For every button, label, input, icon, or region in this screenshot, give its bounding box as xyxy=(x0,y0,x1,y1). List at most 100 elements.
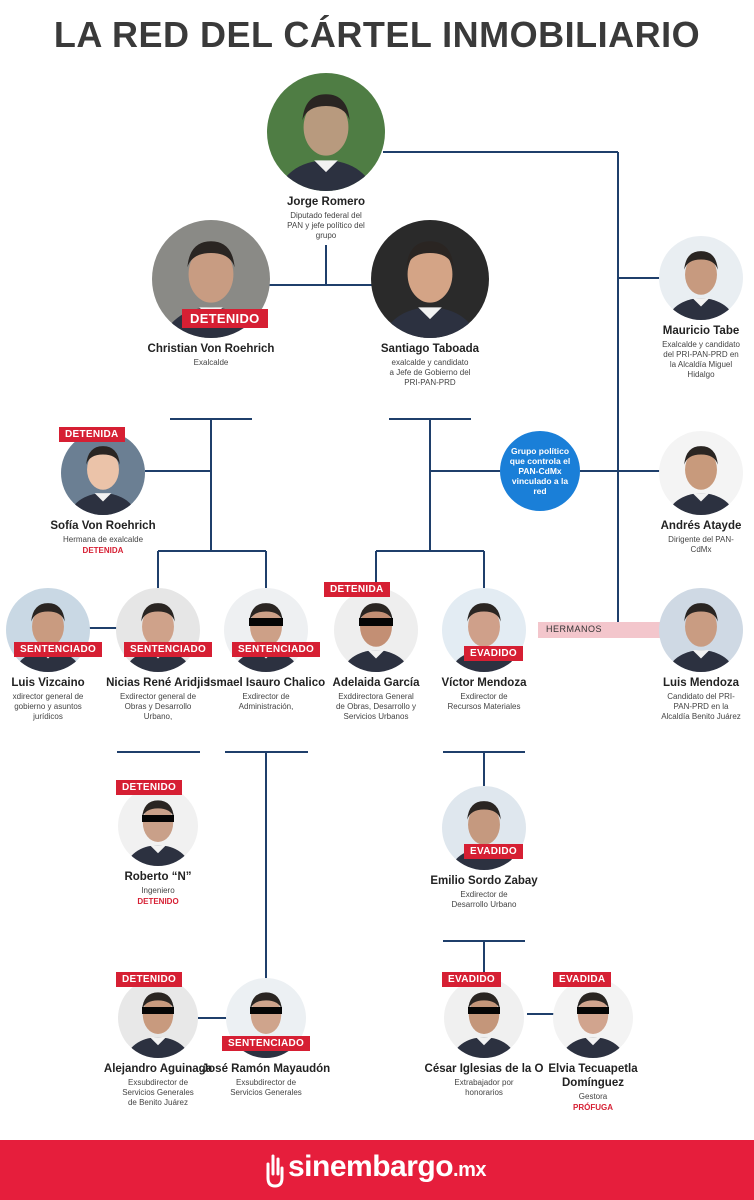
person-photo xyxy=(659,236,743,320)
brand-tld: .mx xyxy=(453,1159,487,1181)
person-photo xyxy=(267,73,385,191)
person-description: Candidato del PRI-PAN-PRD en la Alcaldía… xyxy=(661,692,741,721)
person-description: Dirigente del PAN-CdMx xyxy=(668,535,734,554)
person-photo xyxy=(659,588,743,672)
person-name: Christian Von Roehrich xyxy=(147,343,275,355)
person-name: Adelaida García xyxy=(332,677,420,689)
person-name: Ismael Isauro Chalico xyxy=(206,677,326,689)
status-badge: EVADIDO xyxy=(464,844,523,859)
person-name: Luis Vizcaino xyxy=(11,677,85,689)
censor-bar xyxy=(142,1006,174,1014)
person-description: Exsubdirector de Servicios Generales xyxy=(230,1078,302,1097)
person-description: Exdirector de Administración, xyxy=(238,692,294,711)
person-name: Luis Mendoza xyxy=(662,677,740,689)
person-photo: SENTENCIADO xyxy=(222,978,311,1058)
person-status: DETENIDO xyxy=(137,897,179,906)
status-badge: EVADIDO xyxy=(464,646,523,661)
status-badge: EVADIDO xyxy=(442,972,501,987)
connector-lines xyxy=(88,151,665,1019)
person-status: DETENIDA xyxy=(82,546,124,555)
person-photo xyxy=(371,220,489,338)
status-badge: EVADIDA xyxy=(553,972,612,987)
person-description: Diputado federal del PAN y jefe político… xyxy=(287,211,365,240)
status-badge: SENTENCIADO xyxy=(14,642,103,657)
status-badge: DETENIDA xyxy=(59,427,125,442)
person-photo: SENTENCIADO xyxy=(6,588,103,672)
censor-bar xyxy=(468,1006,500,1014)
person-photo: EVADIDO xyxy=(442,972,524,1058)
person-name: Nicias René Aridjis xyxy=(106,677,210,689)
person-photo: EVADIDA xyxy=(553,972,633,1058)
person-photo: DETENIDO xyxy=(152,220,270,338)
person-name: Andrés Atayde xyxy=(660,520,742,532)
person-name: Jorge Romero xyxy=(287,196,365,208)
status-badge: SENTENCIADO xyxy=(124,642,213,657)
person-photo: EVADIDO xyxy=(442,786,526,870)
page-title: LA RED DEL CÁRTEL INMOBILIARIO xyxy=(53,14,701,55)
person-description: Exdirector de Recursos Materiales xyxy=(447,692,521,711)
person-name: Emilio Sordo Zabay xyxy=(430,875,538,887)
status-badge: DETENIDO xyxy=(116,780,183,795)
person-photo: DETENIDO xyxy=(116,972,198,1058)
brand-logo[interactable]: sinembargo.mx xyxy=(288,1150,487,1184)
person-santiago-taboada: Santiago Taboada exalcalde y candidato a … xyxy=(355,220,505,388)
political-group-label: Grupo político que controla el PAN-CdMx … xyxy=(509,446,571,496)
person-name: Sofía Von Roehrich xyxy=(50,520,156,532)
person-name: Elvia Tecuapetla Domínguez xyxy=(548,1063,638,1089)
brothers-link: HERMANOS xyxy=(538,622,662,638)
person-description: Exdirector de Desarrollo Urbano xyxy=(451,890,517,909)
censor-bar xyxy=(359,618,393,626)
censor-bar xyxy=(249,618,283,626)
person-description: Exddirectora General de Obras, Desarroll… xyxy=(335,692,417,721)
person-photo: SENTENCIADO xyxy=(224,588,321,672)
status-badge: SENTENCIADO xyxy=(222,1036,311,1051)
person-name: Víctor Mendoza xyxy=(441,677,527,689)
person-photo: DETENIDO xyxy=(116,780,198,866)
person-status: PRÓFUGA xyxy=(573,1103,613,1112)
person-description: xdirector general de gobierno y asuntos … xyxy=(12,692,84,721)
person-photo: DETENIDA xyxy=(324,582,418,672)
status-badge: SENTENCIADO xyxy=(232,642,321,657)
person-name: Mauricio Tabe xyxy=(662,325,740,337)
hand-logo-icon xyxy=(266,1154,284,1188)
person-description: Exalcalde y candidato del PRI-PAN-PRD en… xyxy=(662,340,740,379)
censor-bar xyxy=(577,1006,609,1014)
political-group-circle: Grupo político que controla el PAN-CdMx … xyxy=(500,431,580,511)
person-name: Alejandro Aguinaga xyxy=(103,1063,213,1075)
censor-bar xyxy=(142,814,174,822)
person-description: exalcalde y candidato a Jefe de Gobierno… xyxy=(389,358,471,387)
person-description: Exalcalde xyxy=(193,358,229,367)
person-photo: SENTENCIADO xyxy=(116,588,213,672)
person-name: José Ramón Mayaudón xyxy=(201,1063,331,1075)
censor-bar xyxy=(250,1006,282,1014)
person-description: Exdirector general de Obras y Desarrollo… xyxy=(119,692,197,721)
status-badge: DETENIDO xyxy=(116,972,183,987)
person-photo: EVADIDO xyxy=(442,588,526,672)
person-name: Santiago Taboada xyxy=(380,343,480,355)
person-description: Exsubdirector de Servicios Generales de … xyxy=(122,1078,194,1107)
person-photo xyxy=(659,431,743,515)
status-badge: DETENIDO xyxy=(182,309,268,328)
status-badge: DETENIDA xyxy=(324,582,390,597)
person-description: Ingeniero xyxy=(141,886,175,895)
brothers-label: HERMANOS xyxy=(546,624,603,634)
person-description: Extrabajador por honorarios xyxy=(454,1078,514,1097)
person-photo: DETENIDA xyxy=(59,427,145,515)
person-name: Roberto “N” xyxy=(124,871,192,883)
person-description: Gestora xyxy=(578,1092,608,1101)
